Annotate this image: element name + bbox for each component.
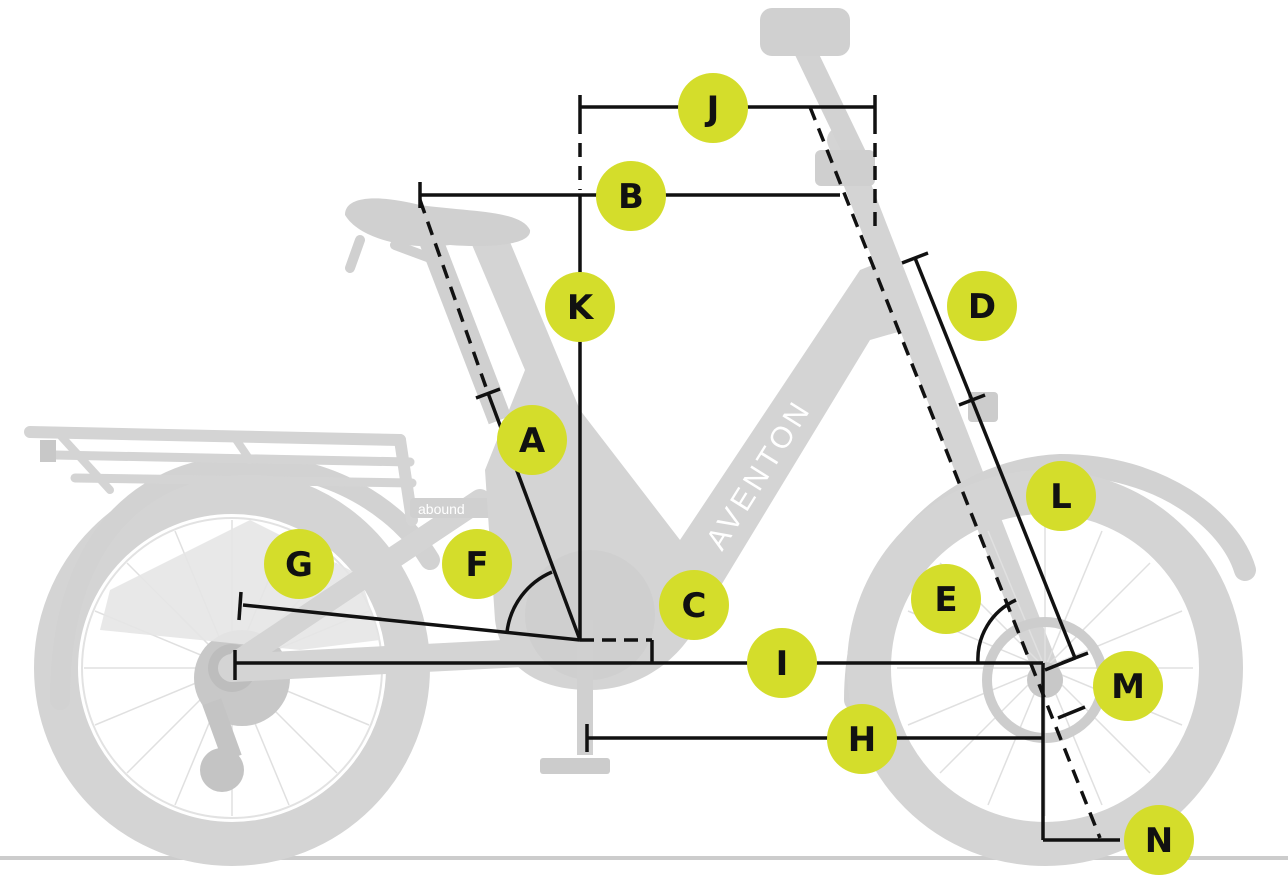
- callout-c: C: [659, 570, 729, 640]
- rear-fender: [50, 454, 440, 710]
- dim-line-g: [242, 603, 581, 642]
- front-wheel: [847, 470, 1243, 866]
- callout-label-m: M: [1111, 667, 1145, 707]
- model-name: abound: [418, 501, 465, 517]
- head-tube: [827, 127, 1063, 693]
- callout-i: I: [747, 628, 817, 698]
- callout-label-h: H: [848, 720, 876, 760]
- dim-line-l: [970, 399, 1077, 659]
- pedal: [540, 758, 610, 774]
- dimension-lines: [233, 95, 1120, 842]
- callout-a: A: [497, 405, 567, 475]
- callout-label-n: N: [1145, 821, 1173, 861]
- model-plate: [410, 498, 502, 518]
- dim-line-m: [1044, 656, 1076, 672]
- callout-label-g: G: [285, 545, 313, 585]
- callout-label-j: J: [705, 89, 720, 129]
- callout-e: E: [911, 564, 981, 634]
- callout-h: H: [827, 704, 897, 774]
- callout-label-d: D: [968, 287, 996, 327]
- callout-m: M: [1093, 651, 1163, 721]
- callout-b: B: [596, 161, 666, 231]
- callout-d: D: [947, 271, 1017, 341]
- callout-label-c: C: [682, 586, 707, 626]
- callout-k: K: [545, 272, 615, 342]
- dim-arc-f: [505, 570, 553, 633]
- callout-j: J: [678, 73, 748, 143]
- callout-n: N: [1124, 805, 1194, 875]
- callout-label-e: E: [934, 580, 957, 620]
- callout-f: F: [442, 529, 512, 599]
- callout-g: G: [264, 529, 334, 599]
- dim-line-a-dashed: [418, 199, 490, 394]
- callouts: A B C D E F G H: [264, 73, 1194, 875]
- dim-line-e-axis: [808, 106, 1102, 839]
- callout-label-b: B: [618, 177, 644, 217]
- handlebar: [760, 8, 850, 56]
- callout-label-k: K: [567, 288, 595, 328]
- seat-post: [413, 220, 512, 425]
- callout-l: L: [1026, 461, 1096, 531]
- callout-label-a: A: [519, 421, 546, 461]
- bike-silhouette: abound AVENTON: [0, 8, 1288, 866]
- callout-label-l: L: [1050, 477, 1072, 517]
- dim-arc-e: [976, 598, 1017, 664]
- callout-label-f: F: [465, 545, 488, 585]
- callout-label-i: I: [776, 644, 789, 684]
- brand-name: AVENTON: [700, 394, 818, 556]
- dim-line-d: [913, 257, 974, 401]
- saddle: [345, 198, 531, 247]
